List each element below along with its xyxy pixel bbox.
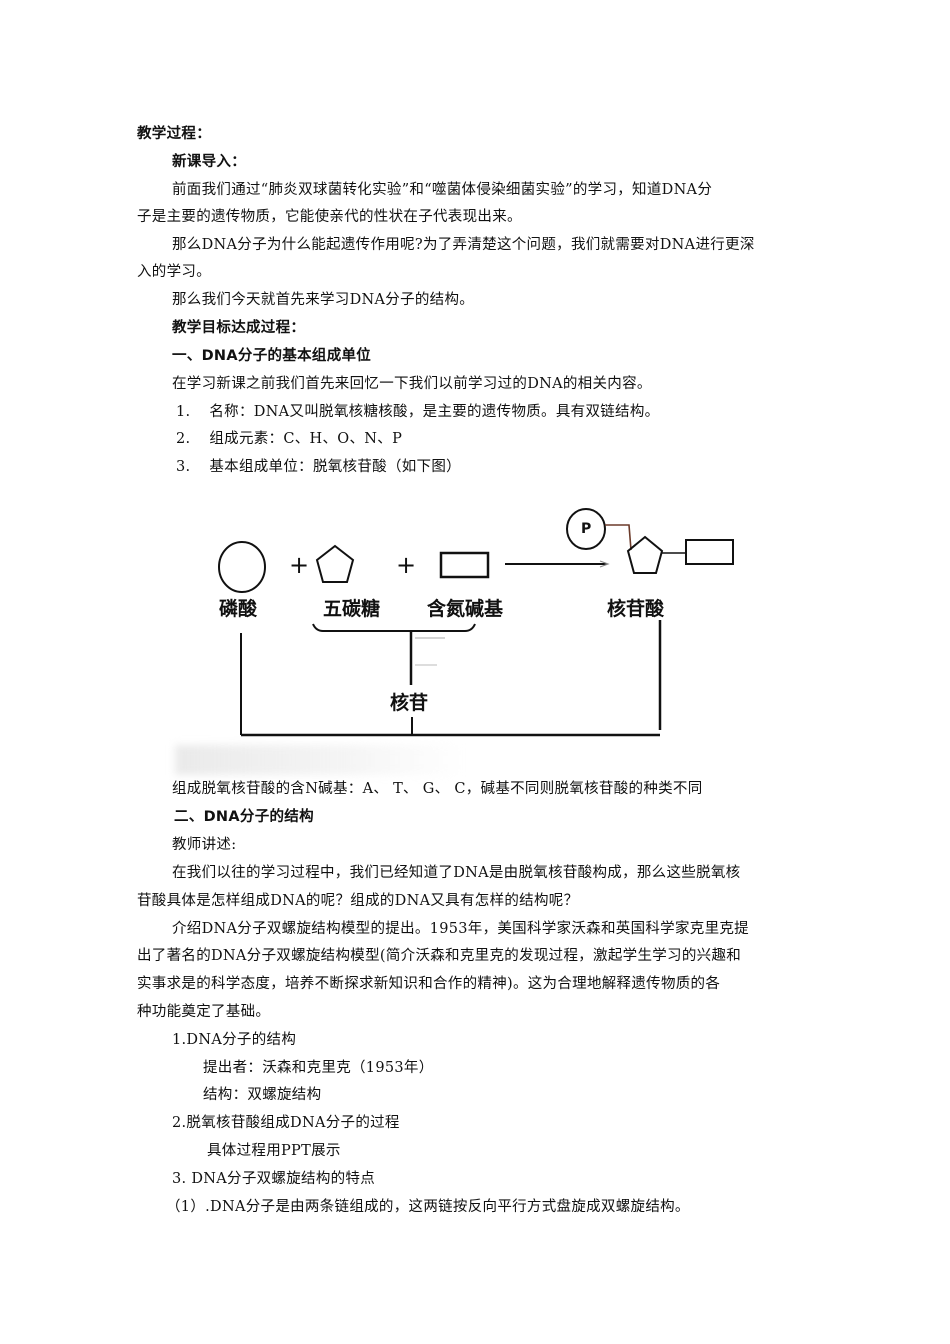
sub1-title: 1.DNA分子的结构	[172, 1032, 297, 1048]
sub3-point1: （1）.DNA分子是由两条链组成的，这两链按反向平行方式盘旋成双螺旋结构。	[166, 1199, 690, 1215]
section2-para1-line1: 在我们以往的学习过程中，我们已经知道了DNA是由脱氧核苷酸构成，那么这些脱氧核	[172, 865, 741, 881]
base-rectangle-icon	[439, 551, 490, 579]
pentose-pentagon-icon	[315, 544, 355, 583]
plus-sign-1: +	[289, 551, 310, 579]
question-paragraph-line2: 入的学习。	[137, 264, 211, 280]
item-text: 组成元素：C、H、O、N、P	[209, 431, 403, 447]
heading-new-lesson-intro: 新课导入：	[172, 154, 246, 170]
nucleotide-diagram: + + P 磷酸 五碳糖 含氮碱基 核苷酸 核苷	[175, 495, 815, 780]
item-number: 3.	[176, 459, 191, 475]
section2-para1-line2: 苷酸具体是怎样组成DNA的呢？组成的DNA又具有怎样的结构呢？	[137, 893, 579, 909]
label-nucleotide: 核苷酸	[607, 598, 665, 620]
label-phosphate: 磷酸	[219, 598, 258, 620]
teacher-narration: 教师讲述:	[172, 837, 237, 853]
nucleoside-bracket-icon	[312, 623, 476, 632]
phosphate-p-circle-icon	[566, 508, 606, 550]
sub2-detail: 具体过程用PPT展示	[207, 1143, 341, 1159]
label-nucleoside: 核苷	[390, 692, 429, 714]
diagram-shapes	[218, 508, 734, 737]
item-text: 名称：DNA又叫脱氧核糖核酸，是主要的遗传物质。具有双链结构。	[209, 404, 660, 420]
product-base-icon	[685, 539, 734, 565]
section2-para2-line2: 出了著名的DNA分子双螺旋结构模型(简介沃森和克里克的发现过程，激起学生学习的兴…	[137, 948, 742, 964]
section1-item-3: 3. 基本组成单位：脱氧核苷酸（如下图）	[176, 457, 461, 477]
sub1-proposer: 提出者：沃森和克里克（1953年）	[203, 1060, 434, 1076]
today-topic: 那么我们今天就首先来学习DNA分子的结构。	[172, 292, 475, 308]
question-paragraph-line1: 那么DNA分子为什么能起遗传作用呢?为了弄清楚这个问题，我们就需要对DNA进行更…	[172, 237, 755, 253]
section2-para2-line1: 介绍DNA分子双螺旋结构模型的提出。1953年，美国科学家沃森和英国科学家克里克…	[172, 921, 749, 937]
product-pentose-icon	[626, 535, 664, 574]
phosphate-circle-icon	[218, 541, 266, 593]
phosphate-symbol: P	[581, 521, 592, 537]
section1-title: 一、DNA分子的基本组成单位	[172, 348, 372, 364]
sub2-title: 2.脱氧核苷酸组成DNA分子的过程	[172, 1115, 400, 1131]
heading-teaching-process: 教学过程：	[137, 126, 211, 142]
label-pentose: 五碳糖	[323, 598, 381, 620]
section2-title: 二、DNA分子的结构	[174, 809, 314, 825]
item-text: 基本组成单位：脱氧核苷酸（如下图）	[209, 459, 461, 475]
intro-paragraph-line2: 子是主要的遗传物质，它能使亲代的性状在子代表现出来。	[137, 209, 522, 225]
item-number: 2.	[176, 431, 191, 447]
sub3-title: 3. DNA分子双螺旋结构的特点	[172, 1171, 376, 1187]
diagram-shadow	[175, 745, 465, 775]
bases-note: 组成脱氧核苷酸的含N碱基：A、 T、 G、 C，碱基不同则脱氧核苷酸的种类不同	[172, 781, 703, 797]
section2-para2-line3: 实事求是的科学态度，培养不断探求新知识和合作的精神)。这为合理地解释遗传物质的各	[137, 976, 721, 992]
item-number: 1.	[176, 404, 191, 420]
section1-recall: 在学习新课之前我们首先来回忆一下我们以前学习过的DNA的相关内容。	[172, 376, 652, 392]
heading-objectives: 教学目标达成过程：	[172, 320, 306, 336]
section1-item-1: 1. 名称：DNA又叫脱氧核糖核酸，是主要的遗传物质。具有双链结构。	[176, 402, 659, 422]
label-base: 含氮碱基	[427, 598, 504, 620]
plus-sign-2: +	[396, 551, 417, 579]
section2-para2-line4: 种功能奠定了基础。	[137, 1004, 271, 1020]
intro-paragraph-line1: 前面我们通过“肺炎双球菌转化实验”和“噬菌体侵染细菌实验”的学习，知道DNA分	[172, 182, 713, 198]
sub1-structure: 结构：双螺旋结构	[203, 1087, 322, 1103]
section1-item-2: 2. 组成元素：C、H、O、N、P	[176, 429, 402, 449]
